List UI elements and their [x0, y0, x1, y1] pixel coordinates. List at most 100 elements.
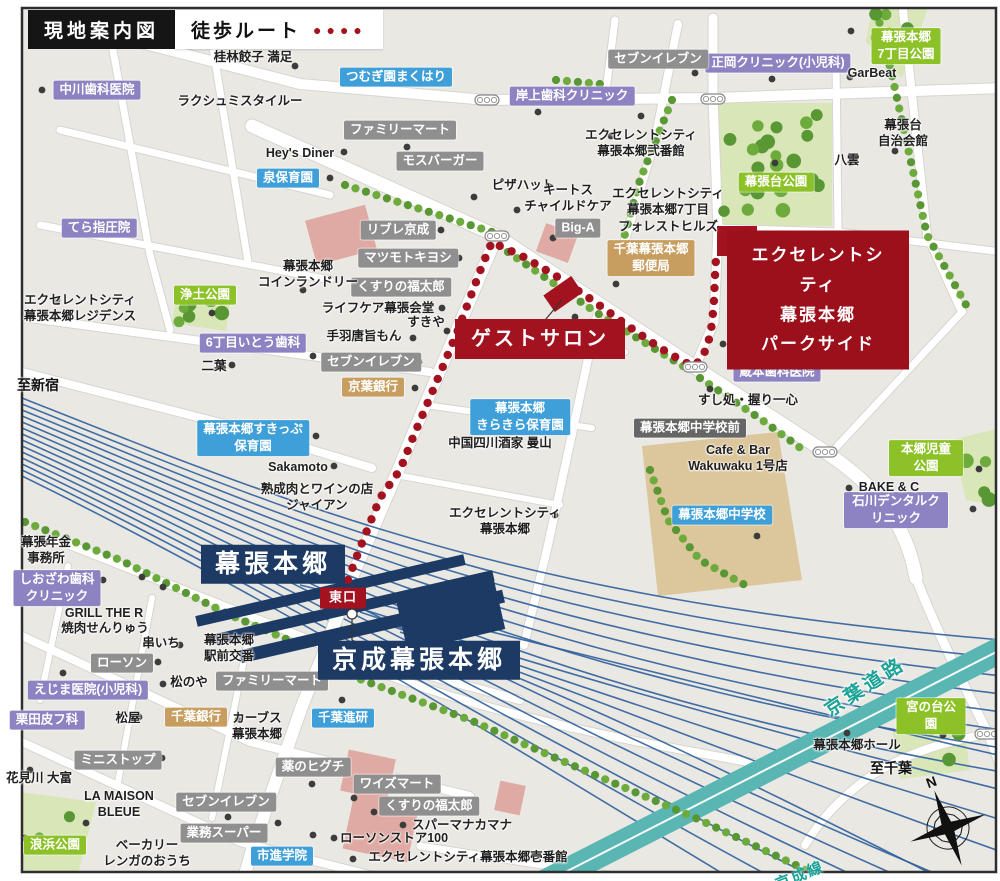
railway-line [22, 415, 996, 695]
tree [429, 702, 438, 711]
tree [741, 837, 751, 846]
building-dot [571, 313, 579, 321]
tree [594, 310, 603, 319]
walking-route-dot [704, 335, 714, 344]
tree [82, 542, 91, 551]
tree [351, 184, 360, 193]
tree [710, 563, 719, 573]
tree [761, 846, 770, 856]
building-dot [549, 234, 557, 242]
traffic-signal-icon [812, 446, 838, 458]
building-dot [939, 731, 947, 739]
road [826, 308, 966, 458]
tree [791, 861, 800, 870]
tree [570, 762, 579, 771]
road [832, 58, 842, 234]
walking-route-dot [709, 296, 719, 306]
walking-route-dot [413, 422, 422, 432]
tree [424, 207, 433, 216]
tree [875, 18, 884, 27]
traffic-signal-icon [484, 230, 510, 242]
tree [700, 558, 710, 567]
tree [31, 521, 40, 531]
building-dot [99, 576, 107, 584]
tree [346, 671, 355, 680]
tree [651, 796, 660, 806]
building-dot [135, 713, 143, 721]
walking-route-dot [462, 302, 471, 311]
tree [382, 194, 392, 203]
walking-route-dot [348, 563, 357, 573]
walking-route-dot [403, 446, 412, 456]
tree [665, 517, 674, 526]
walking-route-dot [398, 458, 408, 468]
walking-route-dot [448, 338, 457, 348]
park-tree [889, 43, 901, 54]
building-dot [138, 573, 146, 581]
park-tree [214, 305, 230, 321]
building-dot [370, 808, 378, 816]
walking-route-dot [671, 352, 680, 362]
tree [909, 168, 918, 178]
traffic-signal-icon [474, 94, 500, 106]
park-tree [203, 292, 219, 308]
walking-route-dot [433, 374, 442, 384]
park-tree [979, 456, 992, 468]
tree [530, 744, 539, 753]
tree [510, 735, 519, 744]
building-dot [350, 794, 358, 802]
tree [934, 252, 944, 261]
park-tree [900, 22, 914, 36]
small-building [494, 780, 526, 816]
walking-route-dot [408, 434, 417, 444]
park-tree [182, 310, 196, 323]
tree [645, 465, 655, 475]
tree [777, 430, 786, 439]
walking-route-dot [710, 270, 720, 280]
building-dot [330, 834, 338, 842]
walking-route-dot [362, 527, 371, 536]
tree [540, 272, 549, 281]
tree [768, 423, 777, 432]
tree [750, 410, 759, 420]
tree [621, 783, 630, 793]
building-dot [159, 680, 167, 688]
walking-route-dot [519, 252, 528, 261]
tree [692, 814, 701, 823]
walking-route-dot [585, 294, 594, 303]
tree [490, 726, 499, 735]
guest-salon-building [543, 276, 583, 312]
walking-route-dot [574, 286, 583, 296]
park-tree [870, 32, 882, 43]
tree [459, 713, 469, 722]
tree [41, 526, 50, 535]
map-frame [20, 6, 998, 874]
tree [911, 179, 920, 188]
road [206, 26, 252, 266]
building-dot [82, 819, 90, 827]
building-dot [513, 206, 521, 214]
tree [560, 757, 569, 767]
tree [387, 686, 396, 696]
building-dot [847, 159, 855, 167]
walking-route-legend-dots: ●●●● [313, 21, 367, 38]
tree [657, 496, 666, 506]
tree [580, 766, 590, 775]
walking-route-dot [481, 253, 490, 263]
building-dot [845, 484, 853, 492]
building-dot [228, 361, 236, 369]
building-dot [436, 284, 444, 292]
tree [626, 209, 635, 218]
tree [647, 146, 656, 156]
tree [590, 770, 600, 780]
tree [660, 507, 670, 516]
tree [720, 569, 729, 578]
walking-route-dot [595, 301, 605, 310]
park-tree [773, 182, 789, 198]
tree [325, 663, 335, 673]
walking-route-dot [616, 316, 626, 326]
tree [685, 543, 694, 552]
tree [916, 201, 925, 210]
walking-route-dot [372, 503, 381, 512]
road [801, 730, 992, 849]
